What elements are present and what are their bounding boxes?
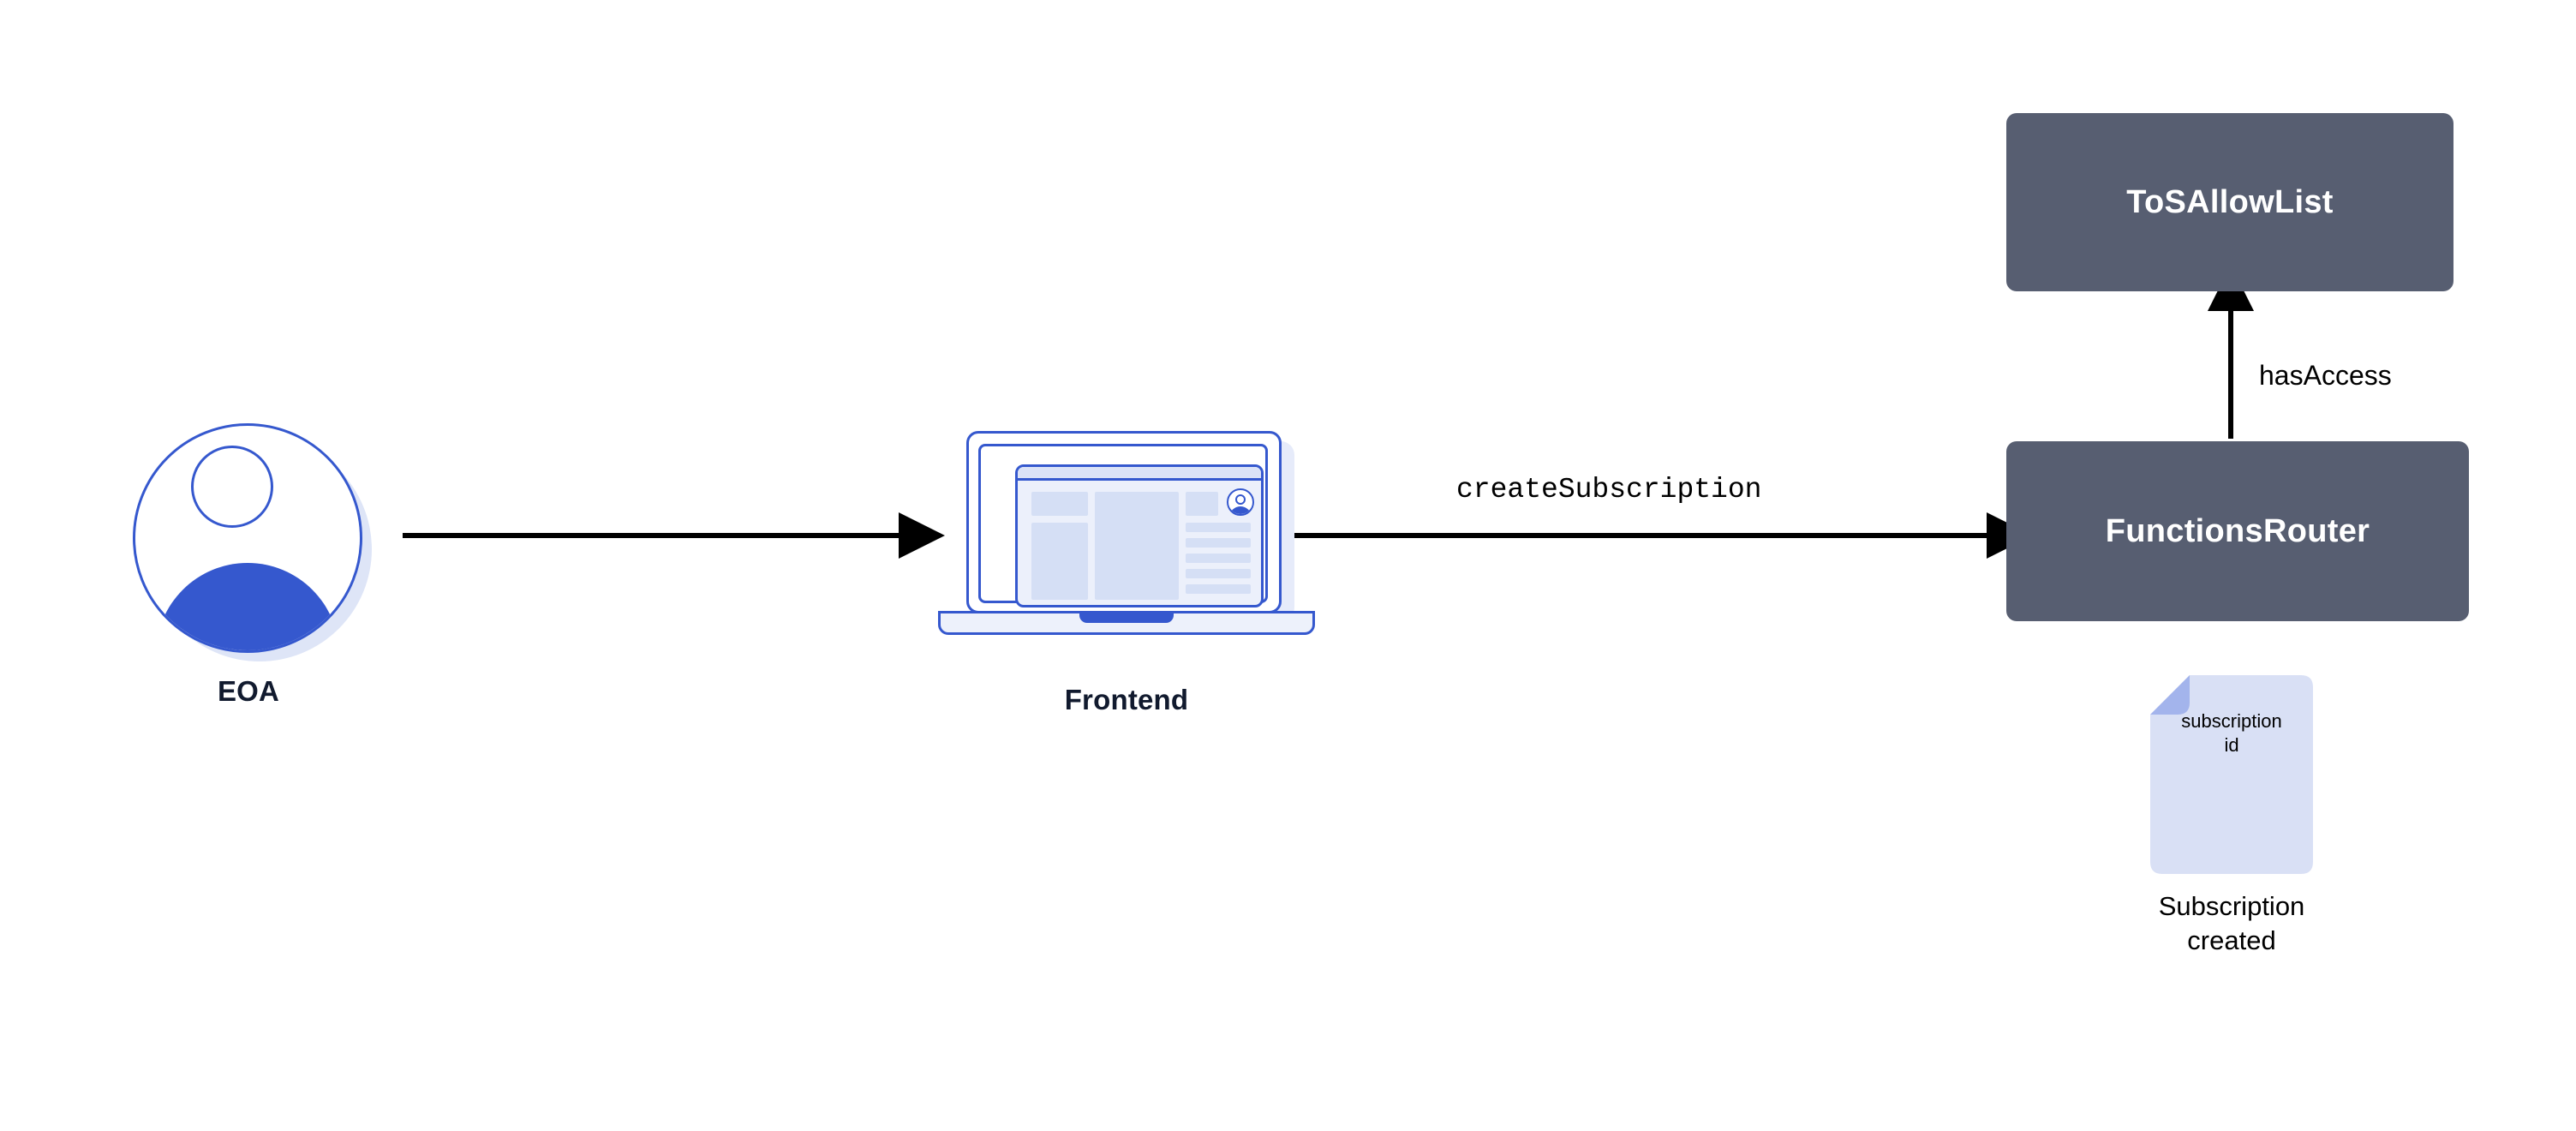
frontend-label: Frontend: [1064, 684, 1189, 715]
document-inner-line-1: subscription: [2181, 710, 2282, 732]
screen-placeholder-block: [1031, 492, 1088, 516]
screen-placeholder-line: [1186, 569, 1251, 578]
screen-placeholder-block: [1186, 492, 1218, 516]
screen-placeholder-line: [1186, 523, 1251, 532]
document-icon: [2150, 675, 2313, 874]
document-inner-line-2: id: [2224, 734, 2239, 756]
node-eoa[interactable]: EOA: [120, 411, 377, 754]
edge-label-has-access: hasAccess: [2259, 360, 2392, 391]
screen-placeholder-block: [1031, 523, 1088, 600]
document-caption-line-1: Subscription: [2158, 891, 2305, 921]
node-subscription-doc[interactable]: subscription id Subscription created: [2150, 675, 2467, 984]
avatar-outline-circle: [133, 423, 362, 653]
edge-label-create-subscription: createSubscription: [1456, 474, 1762, 506]
screen-placeholder-line: [1186, 584, 1251, 594]
tos-allowlist-label: ToSAllowList: [2126, 183, 2334, 220]
avatar-head-shape: [191, 446, 273, 528]
laptop-trackpad-notch: [1079, 612, 1174, 623]
screen-titlebar: [1018, 467, 1261, 481]
node-tos-allowlist[interactable]: ToSAllowList: [2006, 113, 2453, 291]
document-caption-line-2: created: [2187, 925, 2276, 955]
node-frontend[interactable]: Frontend: [925, 420, 1328, 763]
user-avatar-icon: [120, 411, 377, 668]
screen-avatar-body: [1229, 506, 1252, 514]
node-functions-router[interactable]: FunctionsRouter: [2006, 441, 2469, 621]
avatar-body-shape: [156, 563, 339, 650]
screen-placeholder-block: [1095, 492, 1179, 600]
screen-placeholder-line: [1186, 538, 1251, 548]
laptop-screen: [1015, 464, 1264, 607]
screen-placeholder-line: [1186, 554, 1251, 563]
document-inner-text: subscription id: [2150, 709, 2313, 757]
document-caption: Subscription created: [2099, 889, 2364, 958]
eoa-label: EOA: [217, 675, 280, 707]
screen-user-avatar-icon: [1227, 488, 1254, 516]
laptop-lid: [966, 431, 1282, 613]
functions-router-label: FunctionsRouter: [2105, 512, 2370, 549]
laptop-icon: [938, 420, 1315, 677]
screen-body: [1018, 483, 1261, 605]
screen-avatar-head: [1235, 494, 1246, 505]
